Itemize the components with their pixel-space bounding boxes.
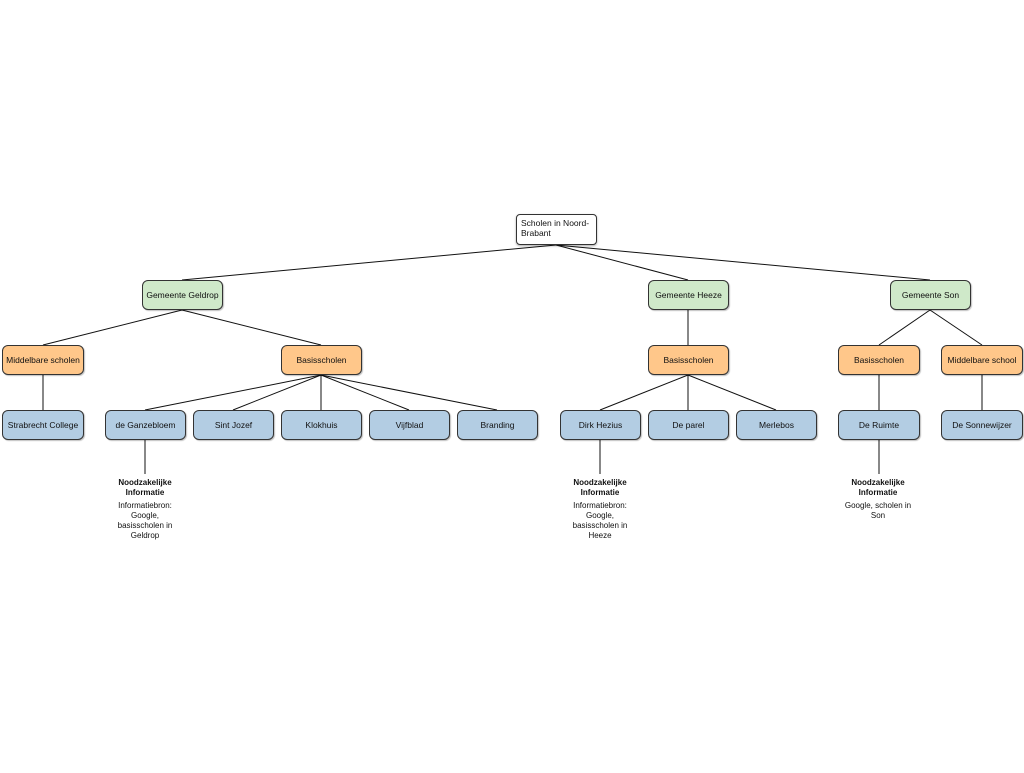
category-label: Basisscholen	[663, 354, 714, 365]
category-label: Middelbare scholen	[6, 354, 80, 365]
connector-line	[320, 374, 410, 411]
school-vijfblad[interactable]: Vijfblad	[369, 410, 450, 440]
connector-line	[599, 374, 689, 411]
school-sint-jozef[interactable]: Sint Jozef	[193, 410, 274, 440]
school-strabrecht-college[interactable]: Strabrecht College	[2, 410, 84, 440]
school-dirk-hezius[interactable]: Dirk Hezius	[560, 410, 641, 440]
gemeente-label: Gemeente Geldrop	[146, 289, 219, 300]
note-geldrop: Noodzakelijke Informatie Informatiebron:…	[110, 478, 180, 541]
connector-line	[555, 244, 689, 281]
connector-line	[320, 374, 498, 411]
gemeente-label: Gemeente Son	[901, 289, 960, 300]
category-label: Basisscholen	[853, 354, 905, 365]
connector-line	[181, 244, 557, 281]
note-text: Informatiebron: Google, basisscholen in …	[572, 501, 628, 540]
school-de-parel[interactable]: De parel	[648, 410, 729, 440]
school-label: Strabrecht College	[7, 419, 79, 430]
root-node[interactable]: Scholen in Noord-Brabant	[516, 214, 597, 245]
school-merlebos[interactable]: Merlebos	[736, 410, 817, 440]
note-text: Google, scholen in Son	[844, 501, 912, 520]
note-text: Informatiebron: Google, basisscholen in …	[117, 501, 173, 540]
school-label: De Sonnewijzer	[952, 419, 1012, 430]
connector-line	[232, 374, 322, 411]
school-branding[interactable]: Branding	[457, 410, 538, 440]
category-son-basis[interactable]: Basisscholen	[838, 345, 920, 375]
connector-line	[144, 374, 322, 411]
category-label: Basisscholen	[296, 354, 347, 365]
school-label: Vijfblad	[395, 419, 424, 430]
connector-line	[929, 309, 983, 346]
connector-line	[181, 309, 322, 346]
note-son: Noodzakelijke Informatie Google, scholen…	[843, 478, 913, 521]
category-heeze-basis[interactable]: Basisscholen	[648, 345, 729, 375]
gemeente-geldrop[interactable]: Gemeente Geldrop	[142, 280, 223, 310]
school-label: Merlebos	[759, 419, 794, 430]
note-title: Noodzakelijke Informatie	[118, 478, 172, 497]
note-title: Noodzakelijke Informatie	[573, 478, 627, 497]
root-label: Scholen in Noord-Brabant	[521, 218, 590, 239]
category-label: Middelbare school	[947, 354, 1017, 365]
school-label: de Ganzebloem	[115, 419, 176, 430]
school-label: Dirk Hezius	[578, 419, 623, 430]
connector-line	[878, 309, 931, 346]
connector-line	[687, 374, 777, 411]
school-label: De Ruimte	[858, 419, 900, 430]
school-label: Sint Jozef	[214, 419, 253, 430]
gemeente-son[interactable]: Gemeente Son	[890, 280, 971, 310]
school-label: De parel	[672, 419, 705, 430]
school-de-ruimte[interactable]: De Ruimte	[838, 410, 920, 440]
category-geldrop-basis[interactable]: Basisscholen	[281, 345, 362, 375]
school-de-sonnewijzer[interactable]: De Sonnewijzer	[941, 410, 1023, 440]
note-heeze: Noodzakelijke Informatie Informatiebron:…	[565, 478, 635, 541]
school-label: Branding	[480, 419, 515, 430]
school-de-ganzebloem[interactable]: de Ganzebloem	[105, 410, 186, 440]
category-geldrop-middelbare[interactable]: Middelbare scholen	[2, 345, 84, 375]
school-klokhuis[interactable]: Klokhuis	[281, 410, 362, 440]
school-label: Klokhuis	[305, 419, 338, 430]
gemeente-heeze[interactable]: Gemeente Heeze	[648, 280, 729, 310]
category-son-middelbare[interactable]: Middelbare school	[941, 345, 1023, 375]
gemeente-label: Gemeente Heeze	[655, 289, 722, 300]
connector-line	[42, 309, 183, 346]
connector-line	[555, 244, 931, 281]
note-title: Noodzakelijke Informatie	[851, 478, 905, 497]
